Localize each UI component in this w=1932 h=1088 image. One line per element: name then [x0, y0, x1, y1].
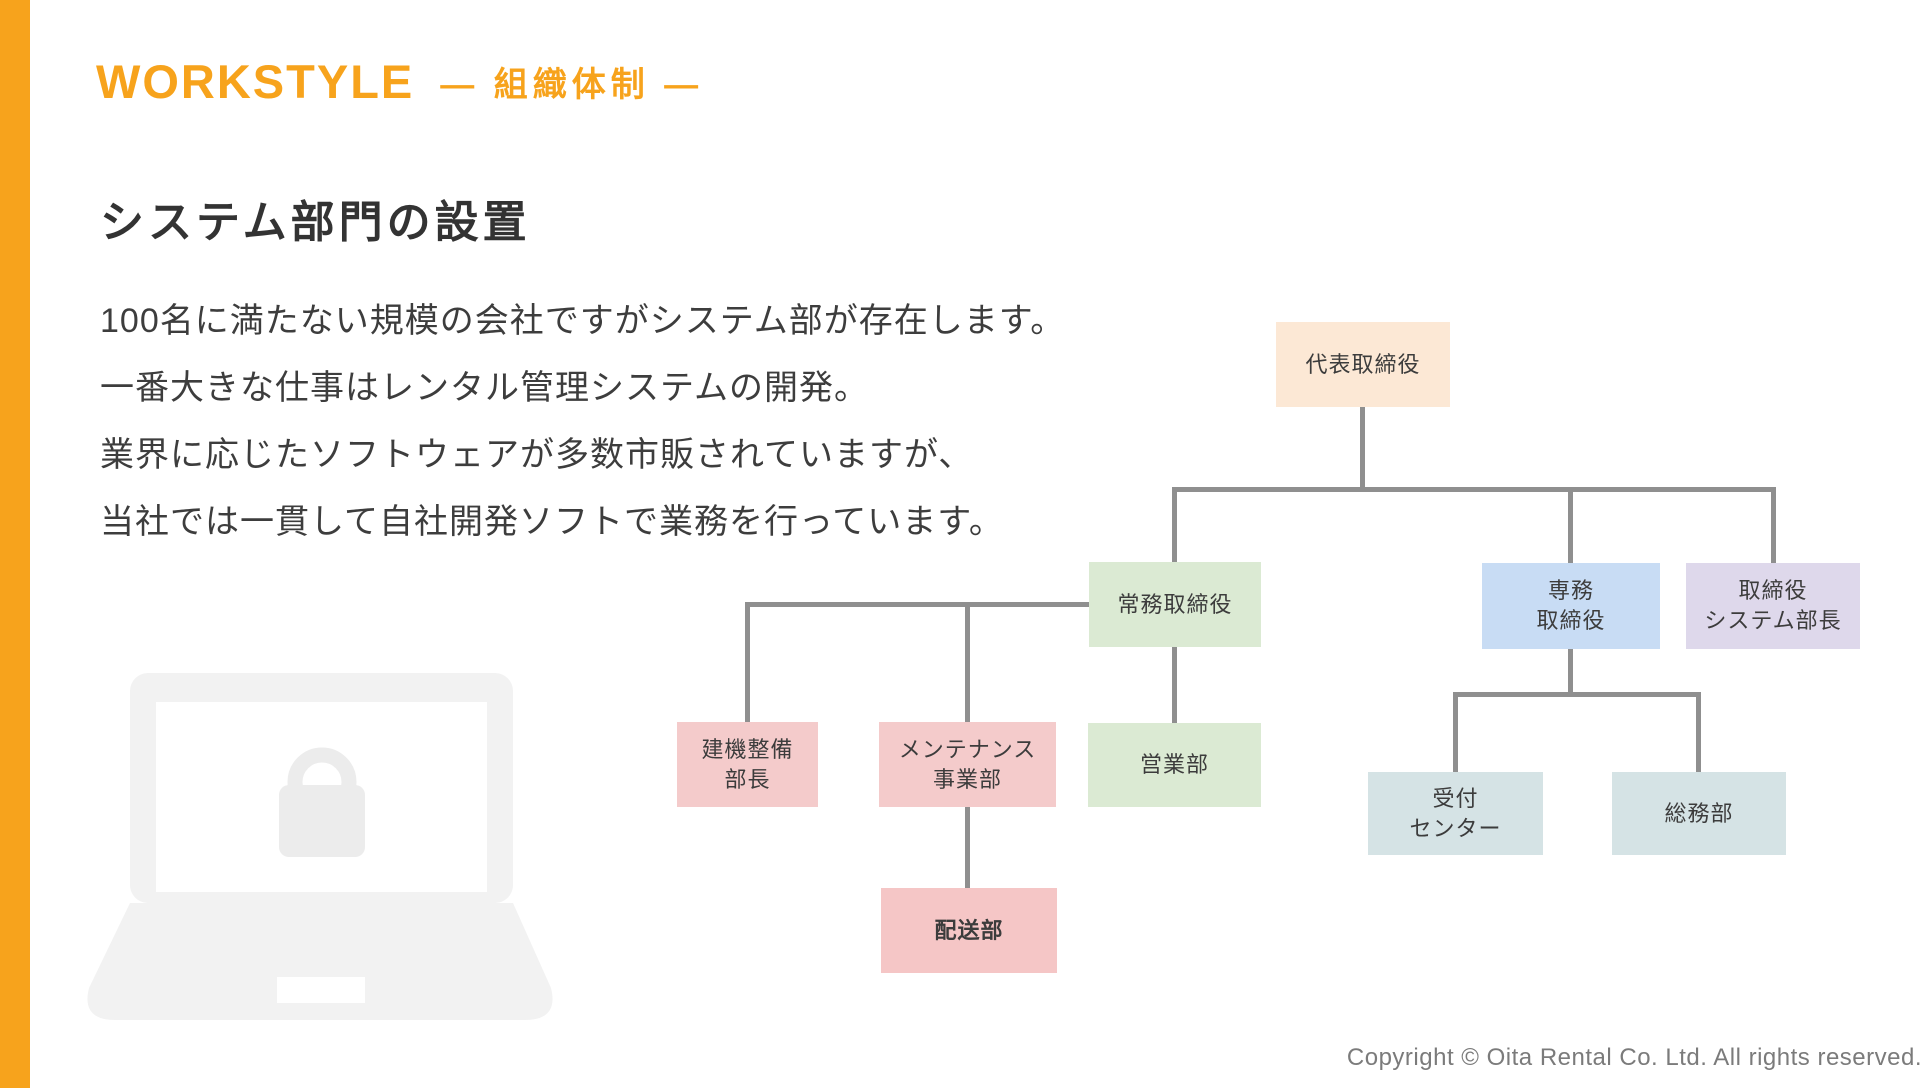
lead-paragraph: 100名に満たない規模の会社ですがシステム部が存在します。 一番大きな仕事はレン…	[100, 288, 1065, 556]
section-subtitle: — 組織体制 —	[440, 66, 704, 104]
connector-line	[1696, 692, 1701, 774]
org-node-sales-department: 営業部	[1088, 723, 1261, 807]
connector-line	[1568, 487, 1573, 567]
org-node-executive-managing-director: 専務 取締役	[1482, 563, 1660, 649]
org-node-director-system-manager: 取締役 システム部長	[1686, 563, 1860, 649]
org-node-reception-center: 受付 センター	[1368, 772, 1543, 855]
org-node-president: 代表取締役	[1276, 322, 1450, 407]
connector-line	[1172, 487, 1177, 567]
page-header: WORKSTYLE — 組織体制 —	[96, 54, 703, 109]
page-title: システム部門の設置	[100, 198, 531, 247]
brand-logo-text: WORKSTYLE	[96, 55, 415, 108]
org-node-senior-managing-director: 常務取締役	[1089, 562, 1261, 647]
connector-line	[1771, 487, 1776, 567]
lead-line: 一番大きな仕事はレンタル管理システムの開発。	[100, 369, 869, 407]
copyright-text: Copyright © Oita Rental Co. Ltd. All rig…	[1346, 1044, 1922, 1071]
connector-line	[1453, 692, 1458, 774]
org-node-maintenance-division: メンテナンス 事業部	[879, 722, 1056, 807]
connector-line	[745, 602, 750, 724]
connector-line	[1172, 647, 1177, 725]
lead-line: 100名に満たない規模の会社ですがシステム部が存在します。	[100, 302, 1066, 340]
connector-line	[1172, 487, 1776, 492]
org-node-general-affairs-department: 総務部	[1612, 772, 1786, 855]
laptop-lock-icon	[87, 673, 553, 1020]
connector-line	[965, 602, 970, 724]
connector-line	[1453, 692, 1701, 697]
lead-line: 当社では一貫して自社開発ソフトで業務を行っています。	[100, 503, 1004, 541]
org-node-equipment-maintenance-manager: 建機整備 部長	[677, 722, 818, 807]
connector-line	[745, 602, 1093, 607]
accent-sidebar	[0, 0, 30, 1088]
connector-line	[1360, 407, 1365, 492]
connector-line	[965, 807, 970, 890]
org-node-delivery-department: 配送部	[881, 888, 1057, 973]
connector-line	[1568, 649, 1573, 697]
lead-line: 業界に応じたソフトウェアが多数市販されていますが、	[100, 436, 974, 474]
